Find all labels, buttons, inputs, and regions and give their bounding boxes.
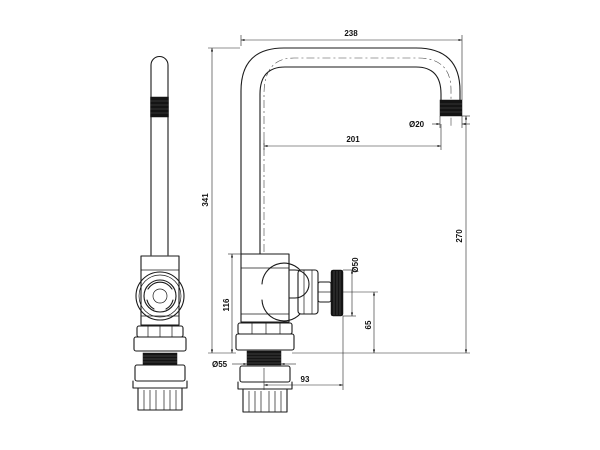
label-handle-height: 65 xyxy=(364,320,373,329)
label-outlet-diameter: Ø20 xyxy=(409,120,425,129)
dimension-labels: 238 Ø20 201 341 270 116 Ø50 65 Ø55 93 xyxy=(201,29,464,384)
front-mounting-nut xyxy=(237,365,293,413)
label-overall-width: 238 xyxy=(344,29,358,38)
label-handle-diameter: Ø50 xyxy=(351,257,360,273)
side-hex-nut xyxy=(133,325,187,366)
label-handle-offset: 93 xyxy=(301,375,310,384)
side-view xyxy=(132,56,188,411)
side-body xyxy=(140,255,180,326)
front-threaded-base xyxy=(246,350,282,366)
dimension-lines xyxy=(208,35,470,390)
side-mounting-nut xyxy=(132,364,188,411)
label-spout-reach: 201 xyxy=(346,135,360,144)
label-body-height: 116 xyxy=(222,298,231,311)
side-spout-band xyxy=(150,96,169,118)
front-spout-outer xyxy=(240,47,461,255)
front-view xyxy=(235,47,463,413)
side-handle-hub xyxy=(135,271,185,321)
label-spout-height: 270 xyxy=(455,229,464,243)
front-hex-nut xyxy=(235,322,295,366)
label-overall-height: 341 xyxy=(201,193,210,207)
front-spout-inner xyxy=(259,66,442,255)
label-base-diameter: Ø55 xyxy=(212,360,228,369)
front-handle-connector xyxy=(261,262,332,322)
side-spout-tube xyxy=(150,56,169,256)
front-spout-centerline xyxy=(263,57,452,252)
front-body xyxy=(240,253,290,323)
